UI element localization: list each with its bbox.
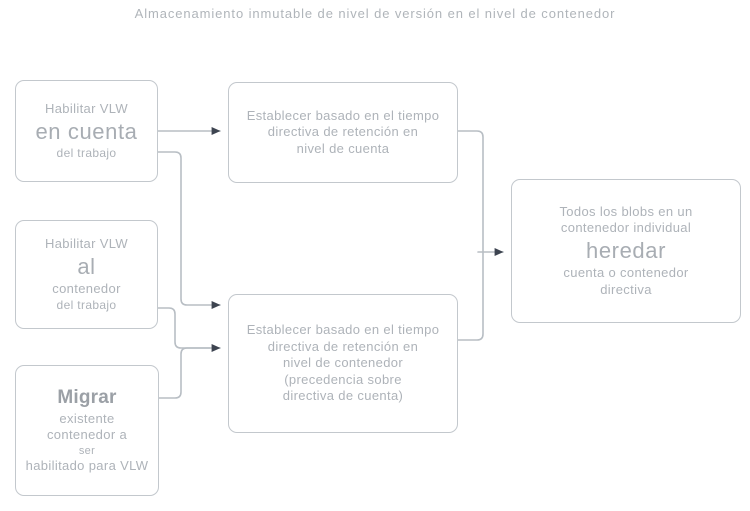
node-line: Todos los blobs en un xyxy=(559,203,693,219)
node-line: nivel de contenedor xyxy=(282,355,404,371)
node-line: del trabajo xyxy=(56,145,117,160)
page-title: Almacenamiento inmutable de nivel de ver… xyxy=(134,6,616,21)
node-line: existente xyxy=(59,410,115,426)
edge-migrate-to-container-policy xyxy=(157,347,211,399)
node-line: contenedor xyxy=(52,280,121,296)
node-line: del trabajo xyxy=(56,297,117,312)
edge-account-policy-to-inherit xyxy=(457,130,484,253)
edge-enable-container-to-container-policy xyxy=(157,307,221,352)
node-line: Habilitar VLW xyxy=(44,236,129,252)
edge-enable-account-to-container-policy xyxy=(157,151,221,309)
node-line: cuenta o contenedor xyxy=(563,265,689,281)
node-migrate-container[interactable]: Migrar existente contenedor a ser habili… xyxy=(15,365,159,496)
node-line: contenedor a xyxy=(46,427,128,443)
node-container-level-retention-policy[interactable]: Establecer basado en el tiempo directiva… xyxy=(228,294,458,433)
node-line: contenedor individual xyxy=(560,220,692,236)
node-line: nivel de cuenta xyxy=(296,140,390,156)
node-line: directiva de retención en xyxy=(267,124,419,140)
node-enable-vlw-account[interactable]: Habilitar VLW en cuenta del trabajo xyxy=(15,80,158,182)
edge-container-policy-to-inherit xyxy=(457,251,484,341)
node-blobs-inherit-policy[interactable]: Todos los blobs en un contenedor individ… xyxy=(511,179,741,323)
node-line: directiva de cuenta) xyxy=(282,388,404,404)
node-line: directiva de retención en xyxy=(267,338,419,354)
node-line: al xyxy=(77,253,96,279)
node-line: heredar xyxy=(585,237,667,263)
node-line: (precedencia sobre xyxy=(284,371,402,387)
node-line: Establecer basado en el tiempo xyxy=(246,107,440,123)
node-line: habilitado para VLW xyxy=(25,458,149,473)
node-account-level-retention-policy[interactable]: Establecer basado en el tiempo directiva… xyxy=(228,82,458,183)
node-line: Establecer basado en el tiempo xyxy=(246,321,440,337)
node-line: Migrar xyxy=(57,387,117,409)
node-line: ser xyxy=(78,444,96,457)
node-line: Habilitar VLW xyxy=(44,100,129,116)
node-line: en cuenta xyxy=(35,118,138,144)
node-enable-vlw-container[interactable]: Habilitar VLW al contenedor del trabajo xyxy=(15,220,158,329)
node-line: directiva xyxy=(600,281,652,297)
